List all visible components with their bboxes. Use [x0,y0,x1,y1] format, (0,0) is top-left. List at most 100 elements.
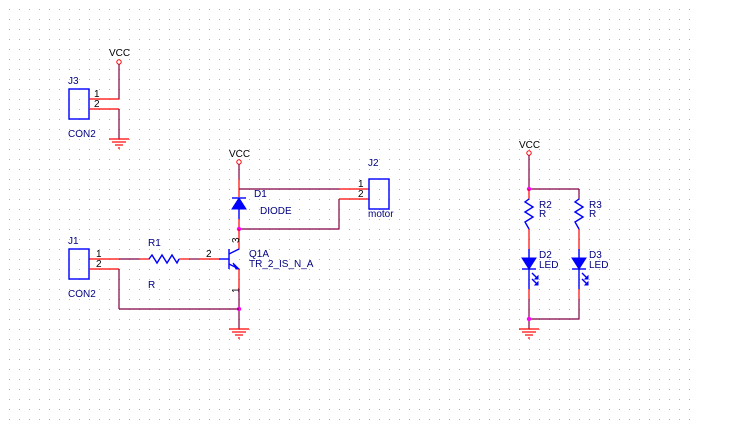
q1-transistor[interactable]: 3 1 2 Q1A TR_2_IS_N_A [206,237,314,293]
grid-dot [609,19,610,20]
grid-dot [319,119,320,120]
grid-dot [499,329,500,330]
grid-dot [559,339,560,340]
d1-diode[interactable]: D1 DIODE [231,189,292,229]
grid-dot [79,419,80,420]
grid-dot [549,389,550,390]
grid-dot [529,19,530,20]
grid-dot [19,209,20,210]
vcc-port-2[interactable]: VCC [229,149,250,165]
vcc-port-3[interactable]: VCC [519,140,540,156]
grid-dot [29,139,30,140]
grid-dot [169,279,170,280]
grid-dot [519,369,520,370]
grid-dot [39,9,40,10]
grid-dot [379,339,380,340]
grid-dot [369,359,370,360]
grid-dot [349,289,350,290]
grid-dot [479,29,480,30]
grid-dot [9,29,10,30]
grid-dot [29,29,30,30]
grid-dot [279,199,280,200]
grid-dot [589,339,590,340]
grid-dot [659,349,660,350]
grid-dot [309,339,310,340]
j2-connector[interactable]: 1 2 J2 motor [339,158,394,220]
grid-dot [129,279,130,280]
grid-dot [499,49,500,50]
grid-dot [599,139,600,140]
grid-dot [39,59,40,60]
grid-dot [469,89,470,90]
grid-dot [479,349,480,350]
grid-dot [689,129,690,130]
grid-dot [609,369,610,370]
grid-dot [539,279,540,280]
grid-dot [359,219,360,220]
grid-dot [89,39,90,40]
grid-dot [219,29,220,30]
grid-dot [489,109,490,110]
grid-dot [279,169,280,170]
grid-dot [339,299,340,300]
grid-dot [489,349,490,350]
grid-dot [149,39,150,40]
grid-dot [619,99,620,100]
grid-dot [279,389,280,390]
grid-dot [629,119,630,120]
grid-dot [129,349,130,350]
grid-dot [689,109,690,110]
grid-dot [489,199,490,200]
grid-dot [569,149,570,150]
grid-dot [109,369,110,370]
grid-dot [289,289,290,290]
grid-dot [629,189,630,190]
grid-dot [359,369,360,370]
grid-dot [579,359,580,360]
grid-dot [359,19,360,20]
grid-dot [129,169,130,170]
j3-connector[interactable]: 1 2 J3 CON2 [68,76,119,140]
r2-resistor[interactable]: R2 R [523,189,552,249]
grid-dot [99,139,100,140]
grid-dot [159,139,160,140]
grid-dot [459,289,460,290]
grid-dot [379,319,380,320]
grid-dot [389,119,390,120]
grid-dot [609,229,610,230]
grid-dot [639,169,640,170]
grid-dot [549,259,550,260]
d2-led[interactable]: D2 LED [521,249,558,299]
r3-resistor[interactable]: R3 R [573,189,602,249]
grid-dot [619,419,620,420]
grid-dot [329,29,330,30]
grid-dot [379,69,380,70]
grid-dot [649,199,650,200]
j1-connector[interactable]: 1 2 J1 CON2 [68,236,119,300]
vcc-port-1[interactable]: VCC [109,48,130,65]
grid-dot [89,229,90,230]
grid-dot [689,69,690,70]
d3-led[interactable]: D3 LED [571,249,608,299]
grid-dot [499,79,500,80]
grid-dot [99,39,100,40]
grid-dot [289,239,290,240]
grid-dot [389,169,390,170]
grid-dot [19,39,20,40]
grid-dot [639,149,640,150]
grid-dot [179,109,180,110]
grid-dot [479,79,480,80]
grid-dot [369,279,370,280]
grid-dot [589,149,590,150]
grid-dot [609,279,610,280]
grid-dot [459,149,460,150]
r1-resistor[interactable]: R1 R [139,238,189,291]
grid-dot [109,299,110,300]
grid-dot [29,329,30,330]
grid-dot [609,209,610,210]
grid-dot [599,309,600,310]
grid-dot [399,279,400,280]
grid-dot [599,399,600,400]
grid-dot [289,409,290,410]
